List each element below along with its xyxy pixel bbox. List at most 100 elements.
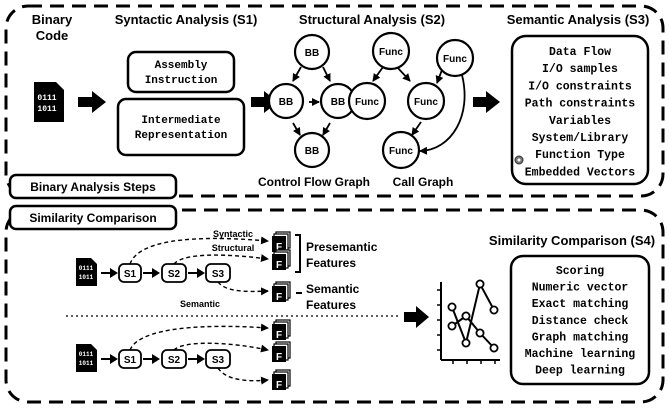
cg-edges <box>372 61 466 155</box>
top-section-border <box>4 4 665 198</box>
s3-list-box <box>510 34 650 186</box>
comparison-chart-icon <box>437 279 500 364</box>
big-arrow-1 <box>78 91 106 113</box>
cfg-node: BB <box>293 33 331 71</box>
binary-code-label-1: Binary <box>32 12 73 27</box>
svg-text:0111: 0111 <box>79 351 94 358</box>
svg-text:BB: BB <box>305 146 319 157</box>
svg-text:BB: BB <box>331 97 345 108</box>
binary-analysis-steps-label-box <box>8 173 178 200</box>
small-arrow <box>143 268 160 278</box>
step-s3-label: S3 <box>212 355 225 366</box>
list-item: I/O constraints <box>528 80 632 93</box>
svg-text:Func: Func <box>379 47 403 58</box>
binary-code-label-2: Code <box>36 28 69 43</box>
feature-file-icon: F <box>271 231 291 253</box>
svg-text:Func: Func <box>389 146 413 157</box>
list-item: Variables <box>549 115 611 128</box>
cg-node: Func <box>371 31 411 71</box>
cg-node: Func <box>381 130 421 170</box>
similarity-comparison-label: Similarity Comparison <box>29 211 156 225</box>
small-arrow <box>101 268 118 278</box>
svg-text:1011: 1011 <box>79 274 94 281</box>
svg-text:Func: Func <box>443 54 467 65</box>
cfg-node: BB <box>319 82 357 120</box>
svg-text:Func: Func <box>355 97 379 108</box>
cg-node: Func <box>406 81 446 121</box>
svg-text:F: F <box>276 242 282 253</box>
list-item: Embedded Vectors <box>525 166 636 179</box>
s2-title: Structural Analysis (S2) <box>299 12 445 27</box>
feature-edges-row1 <box>129 236 269 296</box>
feature-file-icon: F <box>271 249 291 271</box>
step-s2-label: S2 <box>168 355 181 366</box>
cfg-edges <box>292 66 331 136</box>
feature-file-icon: F <box>271 341 291 363</box>
small-arrow <box>101 354 118 364</box>
cg-node: Func <box>435 38 475 78</box>
step-s2-label: S2 <box>168 269 181 280</box>
small-arrow <box>188 268 205 278</box>
presemantic-bracket <box>295 234 301 273</box>
binary-file-icon: 0111 1011 <box>76 258 97 286</box>
big-arrow-4 <box>404 306 429 328</box>
list-item: Numeric vector <box>532 282 629 295</box>
s3-title: Semantic Analysis (S3) <box>507 12 650 27</box>
feature-edges-row2 <box>129 323 269 385</box>
s1-ir-box <box>116 97 246 157</box>
svg-text:Func: Func <box>414 97 438 108</box>
svg-text:BB: BB <box>279 97 293 108</box>
binary-analysis-steps-label: Binary Analysis Steps <box>30 180 156 194</box>
svg-text:F: F <box>276 292 282 303</box>
small-arrow <box>143 354 160 364</box>
binary-file-icon: 0111 1011 <box>34 82 64 122</box>
semantic-features-label-1: Semantic <box>306 282 360 296</box>
list-item: System/Library <box>532 132 629 145</box>
svg-text:F: F <box>276 260 282 271</box>
edge-label-semantic: Semantic <box>180 299 220 309</box>
list-item: Distance check <box>532 315 629 328</box>
s1-assembly-label-2: Instruction <box>145 75 218 87</box>
svg-text:1011: 1011 <box>79 360 94 367</box>
list-item: Graph matching <box>532 331 629 344</box>
cfg-label: Control Flow Graph <box>258 175 370 189</box>
list-item: Path constraints <box>525 98 636 111</box>
list-item: Exact matching <box>532 298 629 311</box>
edge-label-syntactic: Syntactic <box>213 229 253 239</box>
svg-text:F: F <box>276 380 282 391</box>
s4-list-box <box>509 254 651 386</box>
list-item: Deep learning <box>535 365 625 378</box>
gear-icon <box>514 155 524 165</box>
cg-node: Func <box>347 81 387 121</box>
cg-label: Call Graph <box>393 175 454 189</box>
svg-text:0111: 0111 <box>37 94 56 103</box>
s1-assembly-label-1: Assembly <box>155 60 208 72</box>
step-s1-label: S1 <box>124 355 137 366</box>
binary-file-icon: 0111 1011 <box>76 344 97 372</box>
svg-text:0111: 0111 <box>79 265 94 272</box>
s1-title: Syntactic Analysis (S1) <box>115 12 258 27</box>
step-s3-label: S3 <box>212 269 225 280</box>
list-item: Data Flow <box>549 46 611 59</box>
list-item: Scoring <box>556 265 604 278</box>
list-item: Function Type <box>535 149 625 162</box>
list-item: Machine learning <box>525 348 636 361</box>
cfg-node: BB <box>293 131 331 169</box>
semantic-features-label-2: Features <box>306 298 356 312</box>
feature-file-icon: F <box>271 319 291 341</box>
svg-text:BB: BB <box>305 48 319 59</box>
small-arrow <box>188 354 205 364</box>
bottom-section-border <box>4 208 665 404</box>
similarity-comparison-label-box <box>8 204 178 231</box>
big-arrow-2 <box>251 91 278 113</box>
cfg-node: BB <box>267 82 305 120</box>
svg-text:F: F <box>276 330 282 341</box>
edge-label-structural: Structural <box>212 243 255 253</box>
svg-text:1011: 1011 <box>37 105 56 114</box>
feature-file-icon: F <box>271 281 291 303</box>
list-item: I/O samples <box>542 63 618 76</box>
svg-text:F: F <box>276 352 282 363</box>
